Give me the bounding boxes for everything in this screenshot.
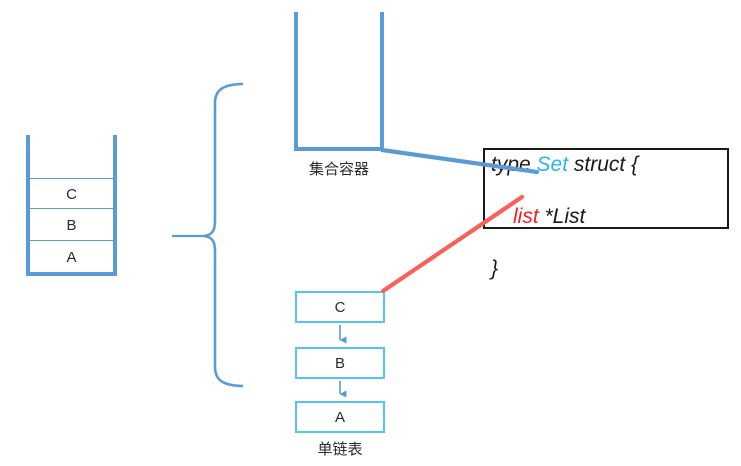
code-line-type-set: type Set struct {: [491, 153, 638, 176]
linked-list-node: C: [295, 291, 385, 323]
code-field-name-list: list: [513, 205, 539, 228]
stack-cell: B: [30, 208, 113, 241]
linked-list-label: 单链表: [317, 441, 363, 458]
code-line-field: list *List: [491, 205, 585, 228]
code-box: type Set struct { list *List }: [483, 148, 729, 280]
code-closing-brace: }: [491, 257, 499, 280]
code-struct-open: struct {: [568, 153, 639, 176]
linked-list-node: B: [295, 347, 385, 379]
stack-cell: A: [30, 240, 113, 273]
set-container: [294, 12, 384, 151]
linked-list-node: A: [295, 401, 385, 433]
code-keyword-type: type: [491, 153, 537, 176]
code-type-name-set: Set: [536, 153, 569, 176]
curly-brace-icon: [203, 82, 244, 388]
stack-container: C B A: [26, 135, 117, 276]
code-field-type: *List: [538, 205, 586, 228]
set-container-label: 集合容器: [308, 161, 369, 178]
stack-cell: C: [30, 178, 113, 209]
